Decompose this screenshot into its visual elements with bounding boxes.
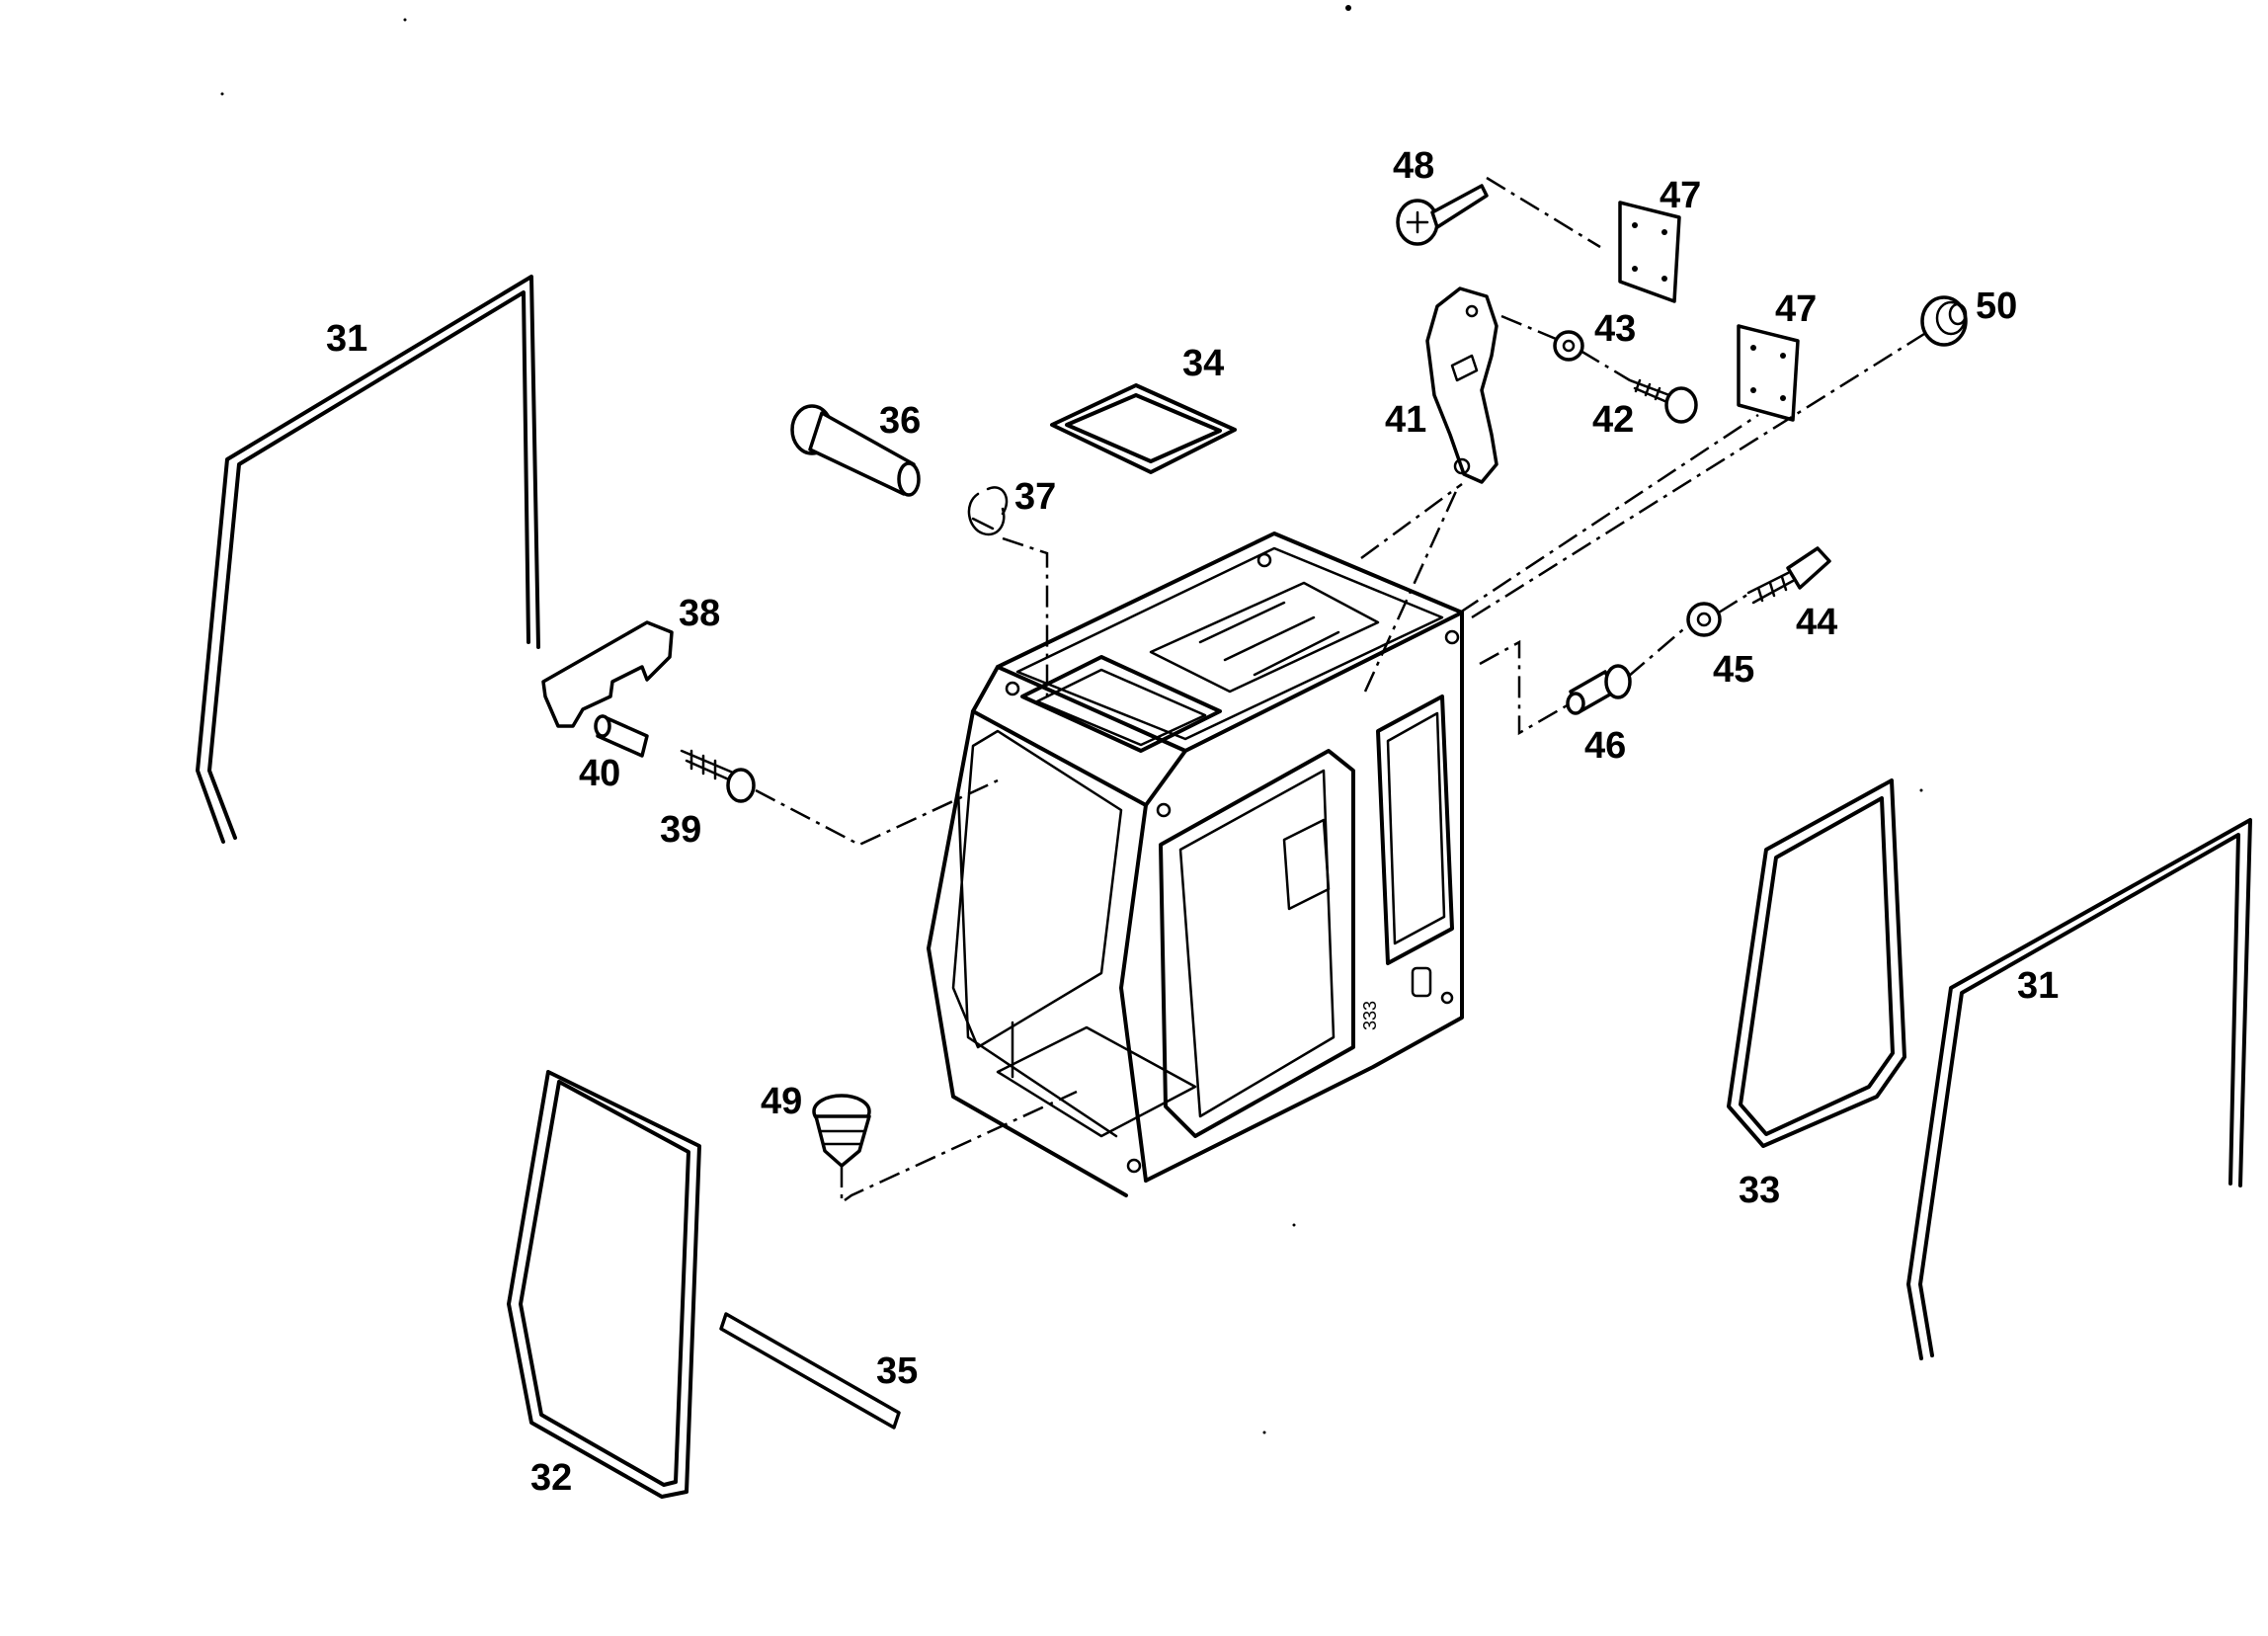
- callout-46: 46: [1584, 725, 1626, 767]
- callout-41: 41: [1385, 399, 1426, 441]
- callout-47-upper: 47: [1660, 175, 1701, 216]
- callout-47-lower: 47: [1775, 288, 1817, 330]
- part-31-seal-left: [196, 275, 540, 844]
- callout-45: 45: [1713, 649, 1754, 691]
- callout-38: 38: [679, 593, 720, 634]
- part-33-rear-glass: [1727, 778, 1906, 1148]
- part-45-washer: [1686, 602, 1722, 637]
- callout-32: 32: [530, 1457, 572, 1499]
- callout-44: 44: [1796, 602, 1837, 643]
- callout-50: 50: [1976, 286, 2017, 327]
- callout-42: 42: [1592, 399, 1634, 441]
- callout-37: 37: [1014, 476, 1056, 518]
- cab-marking: 333: [1360, 1001, 1380, 1030]
- callout-34: 34: [1182, 343, 1224, 384]
- part-31-seal-right: [1906, 818, 2252, 1360]
- part-43-washer: [1553, 330, 1584, 362]
- leader-lines: [755, 176, 1925, 1202]
- callout-49: 49: [761, 1081, 802, 1122]
- part-47-pad-upper: [1618, 201, 1681, 303]
- callout-35: 35: [876, 1350, 918, 1392]
- part-41-hinge: [1425, 286, 1498, 484]
- callout-43: 43: [1594, 308, 1636, 350]
- callout-36: 36: [879, 400, 921, 442]
- part-38-bracket: [541, 620, 674, 728]
- part-40-spacer: [594, 714, 649, 758]
- cab-frame: 333: [927, 532, 1464, 1197]
- callout-39: 39: [660, 809, 701, 851]
- scan-specks: [220, 5, 1923, 1434]
- part-44-bolt: [1746, 546, 1831, 605]
- callout-33: 33: [1739, 1170, 1780, 1211]
- part-36-pin: [790, 404, 921, 497]
- part-48-screw: [1396, 184, 1489, 246]
- part-32-door-glass: [507, 1070, 701, 1499]
- part-46-bushing: [1566, 664, 1632, 715]
- part-37-clip: [967, 486, 1009, 536]
- part-42-screw: [1628, 378, 1698, 424]
- part-39-bolt: [680, 749, 756, 803]
- part-47-pad-lower: [1737, 324, 1800, 422]
- part-35-strip: [719, 1312, 901, 1430]
- callout-31-right: 31: [2017, 965, 2059, 1007]
- callout-40: 40: [579, 753, 620, 794]
- part-50-grommet: [1920, 295, 1968, 347]
- callout-labels: 31 31 32 33 34 35 36 37 38 39 40 41 42 4…: [326, 145, 2059, 1499]
- part-49-mount: [812, 1094, 871, 1168]
- part-34-roof-seal: [1050, 383, 1237, 474]
- callout-31-left: 31: [326, 318, 367, 360]
- callout-48: 48: [1393, 145, 1434, 187]
